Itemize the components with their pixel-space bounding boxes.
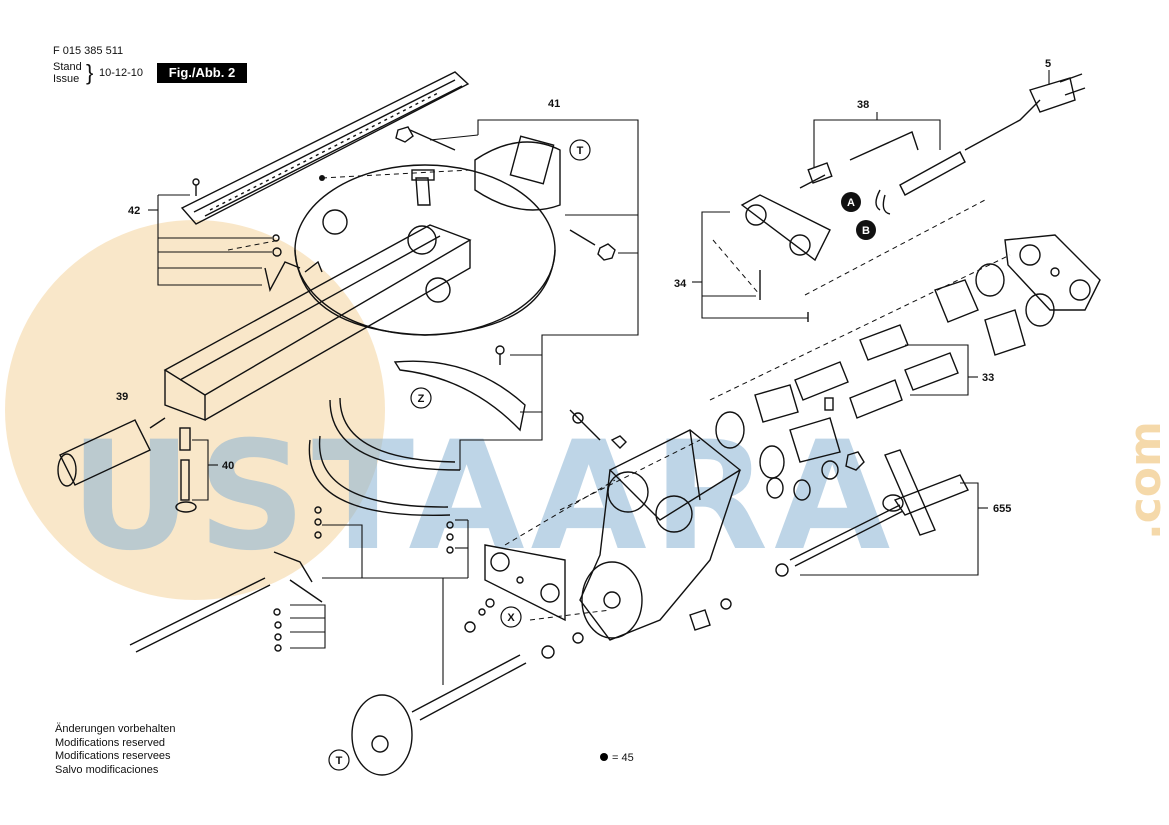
note-line: Salvo modificaciones xyxy=(55,763,159,776)
part-label-33: 33 xyxy=(982,372,994,384)
left-small-parts xyxy=(57,234,323,653)
part-label-39: 39 xyxy=(116,391,128,403)
svg-text:B: B xyxy=(862,225,870,237)
watermark-suffix: .com xyxy=(1120,421,1169,540)
clamp-handle xyxy=(775,449,969,577)
assembly-lines xyxy=(227,169,1011,621)
right-upper-parts xyxy=(740,73,1086,322)
watermark-disc xyxy=(5,220,385,600)
part-label-41: 41 xyxy=(548,98,560,110)
part-label-40: 40 xyxy=(222,460,234,472)
marker-x: X xyxy=(500,606,522,628)
issue-label: Issue xyxy=(53,73,80,85)
part-number-labels: 41 42 39 40 38 5 34 33 655 xyxy=(116,58,1051,515)
stand-label: Stand xyxy=(53,61,82,73)
top-rail xyxy=(180,71,470,225)
figure-badge: Fig./Abb. 2 xyxy=(157,63,247,83)
svg-text:X: X xyxy=(507,612,515,624)
legend-text: = 45 xyxy=(612,752,634,764)
marker-z: Z xyxy=(410,387,432,409)
marker-b: B xyxy=(856,220,876,240)
modifications-notes: Änderungen vorbehalten Modifications res… xyxy=(55,723,175,777)
part-label-42: 42 xyxy=(128,205,140,217)
note-line: Modifications reserved xyxy=(55,736,166,749)
part-label-655: 655 xyxy=(993,503,1011,515)
svg-text:Z: Z xyxy=(418,393,425,405)
arc-segments xyxy=(308,345,526,554)
detail-markers: T Z X A B T xyxy=(328,139,876,771)
marker-t-top: T xyxy=(569,139,591,161)
svg-text:T: T xyxy=(336,755,343,767)
svg-text:T: T xyxy=(577,145,584,157)
note-line: Modifications reservees xyxy=(55,750,171,762)
callout-brackets xyxy=(148,70,1050,685)
issue-date: 10-12-10 xyxy=(99,67,144,79)
watermark-text: USTAARA xyxy=(70,410,896,584)
marker-a: A xyxy=(841,192,861,212)
document-number: F 015 385 511 xyxy=(53,45,124,57)
right-cylinders xyxy=(715,234,1101,501)
bullet-icon xyxy=(600,753,608,761)
part-label-5: 5 xyxy=(1045,58,1051,70)
brace: } xyxy=(86,60,94,85)
turntable-assembly xyxy=(163,126,616,422)
part-label-34: 34 xyxy=(674,278,687,290)
part-label-38: 38 xyxy=(857,99,869,111)
marker-t-bottom: T xyxy=(328,749,350,771)
central-casting xyxy=(351,409,742,776)
note-line: Änderungen vorbehalten xyxy=(55,723,176,735)
bullet-legend: = 45 xyxy=(600,752,634,764)
svg-text:A: A xyxy=(847,197,855,209)
leader-dot xyxy=(319,175,325,181)
